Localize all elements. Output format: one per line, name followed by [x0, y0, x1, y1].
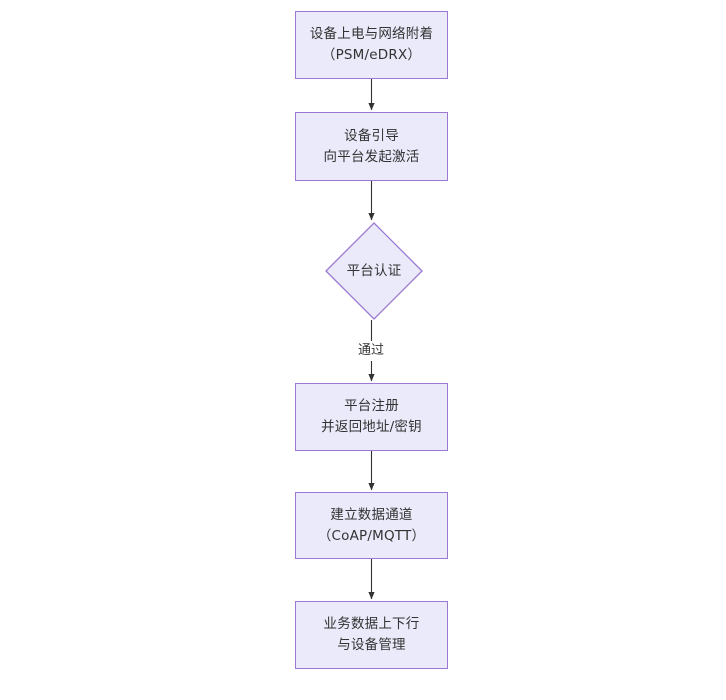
- node-business-data[interactable]: 业务数据上下行 与设备管理: [295, 601, 448, 669]
- node-business-data-label: 业务数据上下行 与设备管理: [323, 616, 420, 653]
- node-platform-auth[interactable]: 平台认证: [325, 222, 423, 320]
- node-data-channel[interactable]: 建立数据通道 （CoAP/MQTT）: [295, 492, 448, 559]
- node-platform-register[interactable]: 平台注册 并返回地址/密钥: [295, 383, 448, 451]
- node-power-on-label: 设备上电与网络附着 （PSM/eDRX）: [309, 26, 434, 63]
- diamond-text-wrap: 平台认证: [325, 222, 423, 320]
- edge-label-pass: 通过: [355, 341, 388, 362]
- node-bootstrap-label: 设备引导 向平台发起激活: [323, 127, 420, 165]
- node-platform-register-label: 平台注册 并返回地址/密钥: [321, 398, 422, 435]
- node-bootstrap[interactable]: 设备引导 向平台发起激活: [295, 112, 448, 181]
- node-power-on[interactable]: 设备上电与网络附着 （PSM/eDRX）: [295, 11, 448, 79]
- node-data-channel-label: 建立数据通道 （CoAP/MQTT）: [317, 506, 426, 544]
- node-platform-auth-label: 平台认证: [346, 262, 402, 279]
- diamond-shape: [325, 222, 423, 320]
